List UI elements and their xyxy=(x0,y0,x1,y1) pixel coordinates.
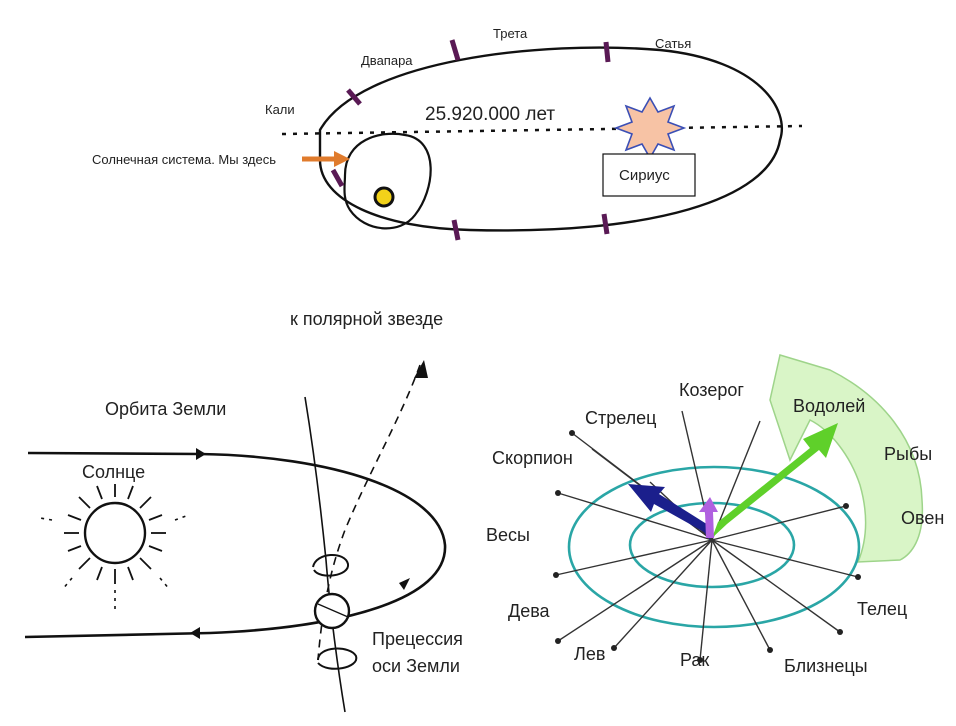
green-arrow-aquarius xyxy=(712,423,838,538)
sun-dot xyxy=(373,186,395,208)
zodiac-sign-libra: Весы xyxy=(486,525,530,545)
cycle-years-label: 25.920.000 лет xyxy=(425,104,555,125)
yuga-cycle-diagram: Кали Двапара Трета Сатья 25.920.000 лет … xyxy=(92,26,803,241)
zodiac-sign-capricorn: Козерог xyxy=(679,380,744,400)
rotation-arrow-icon xyxy=(317,647,358,670)
yuga-tick xyxy=(451,219,461,241)
yuga-tick xyxy=(449,39,461,61)
rotation-arrow-icon xyxy=(312,554,349,577)
polar-star-arrow-icon xyxy=(414,360,428,378)
sun-rays xyxy=(64,484,166,584)
zodiac-sign-pisces: Рыбы xyxy=(884,444,932,464)
yuga-label-dvapara: Двапара xyxy=(361,53,413,68)
solar-system-orbit xyxy=(343,132,432,230)
sirius-label-box xyxy=(602,153,696,197)
zodiac-sign-aquarius: Водолей xyxy=(793,396,865,416)
sirius-star-icon xyxy=(613,96,687,160)
yuga-label-kali: Кали xyxy=(265,102,295,117)
solar-system-label: Солнечная система. Мы здесь xyxy=(92,152,276,167)
polar-star-label: к полярной звезде xyxy=(290,309,443,329)
earth-orbit-path xyxy=(24,451,447,639)
earth-axis xyxy=(304,360,428,713)
orbit-direction-arrow xyxy=(399,578,410,590)
yuga-label-treta: Трета xyxy=(493,26,528,41)
yuga-tick xyxy=(601,213,610,235)
blue-arrow xyxy=(628,484,713,540)
yuga-tick xyxy=(346,88,362,106)
zodiac-sign-aries: Овен xyxy=(901,508,944,528)
yuga-tick xyxy=(330,168,345,188)
age-transition-big-arrow xyxy=(769,354,924,563)
zodiac-sign-scorpio: Скорпион xyxy=(492,448,573,468)
zodiac-ring-outer xyxy=(567,465,861,629)
solar-system-arrow xyxy=(302,151,350,167)
precession-label-line1: Прецессия xyxy=(372,629,463,649)
earth-orbit-label: Орбита Земли xyxy=(105,399,226,419)
orbit-direction-arrow xyxy=(196,448,206,460)
zodiac-sign-leo: Лев xyxy=(574,644,605,664)
zodiac-sign-sagittarius: Стрелец xyxy=(585,408,657,428)
sun-icon xyxy=(39,484,187,612)
precession-diagram: к полярной звезде Орбита Земли Солнце xyxy=(24,309,463,713)
zodiac-sign-virgo: Дева xyxy=(508,601,551,621)
precession-label-line2: оси Земли xyxy=(372,656,460,676)
violet-arrow xyxy=(699,497,718,538)
zodiac-sign-taurus: Телец xyxy=(857,599,907,619)
spoke-tip-markers xyxy=(553,430,861,663)
yuga-tick xyxy=(603,41,611,63)
yuga-label-satya: Сатья xyxy=(655,36,691,51)
sun-label: Солнце xyxy=(82,462,145,482)
zodiac-sign-cancer: Рак xyxy=(680,650,709,670)
galactic-plane-dotted xyxy=(281,124,803,136)
zodiac-diagram: Козерог Водолей Стрелец Скорпион Рыбы Ов… xyxy=(486,354,944,676)
sirius-label: Сириус xyxy=(619,167,670,184)
orbit-direction-arrow xyxy=(190,627,200,639)
earth-icon xyxy=(313,592,351,630)
zodiac-sign-gemini: Близнецы xyxy=(784,656,868,676)
